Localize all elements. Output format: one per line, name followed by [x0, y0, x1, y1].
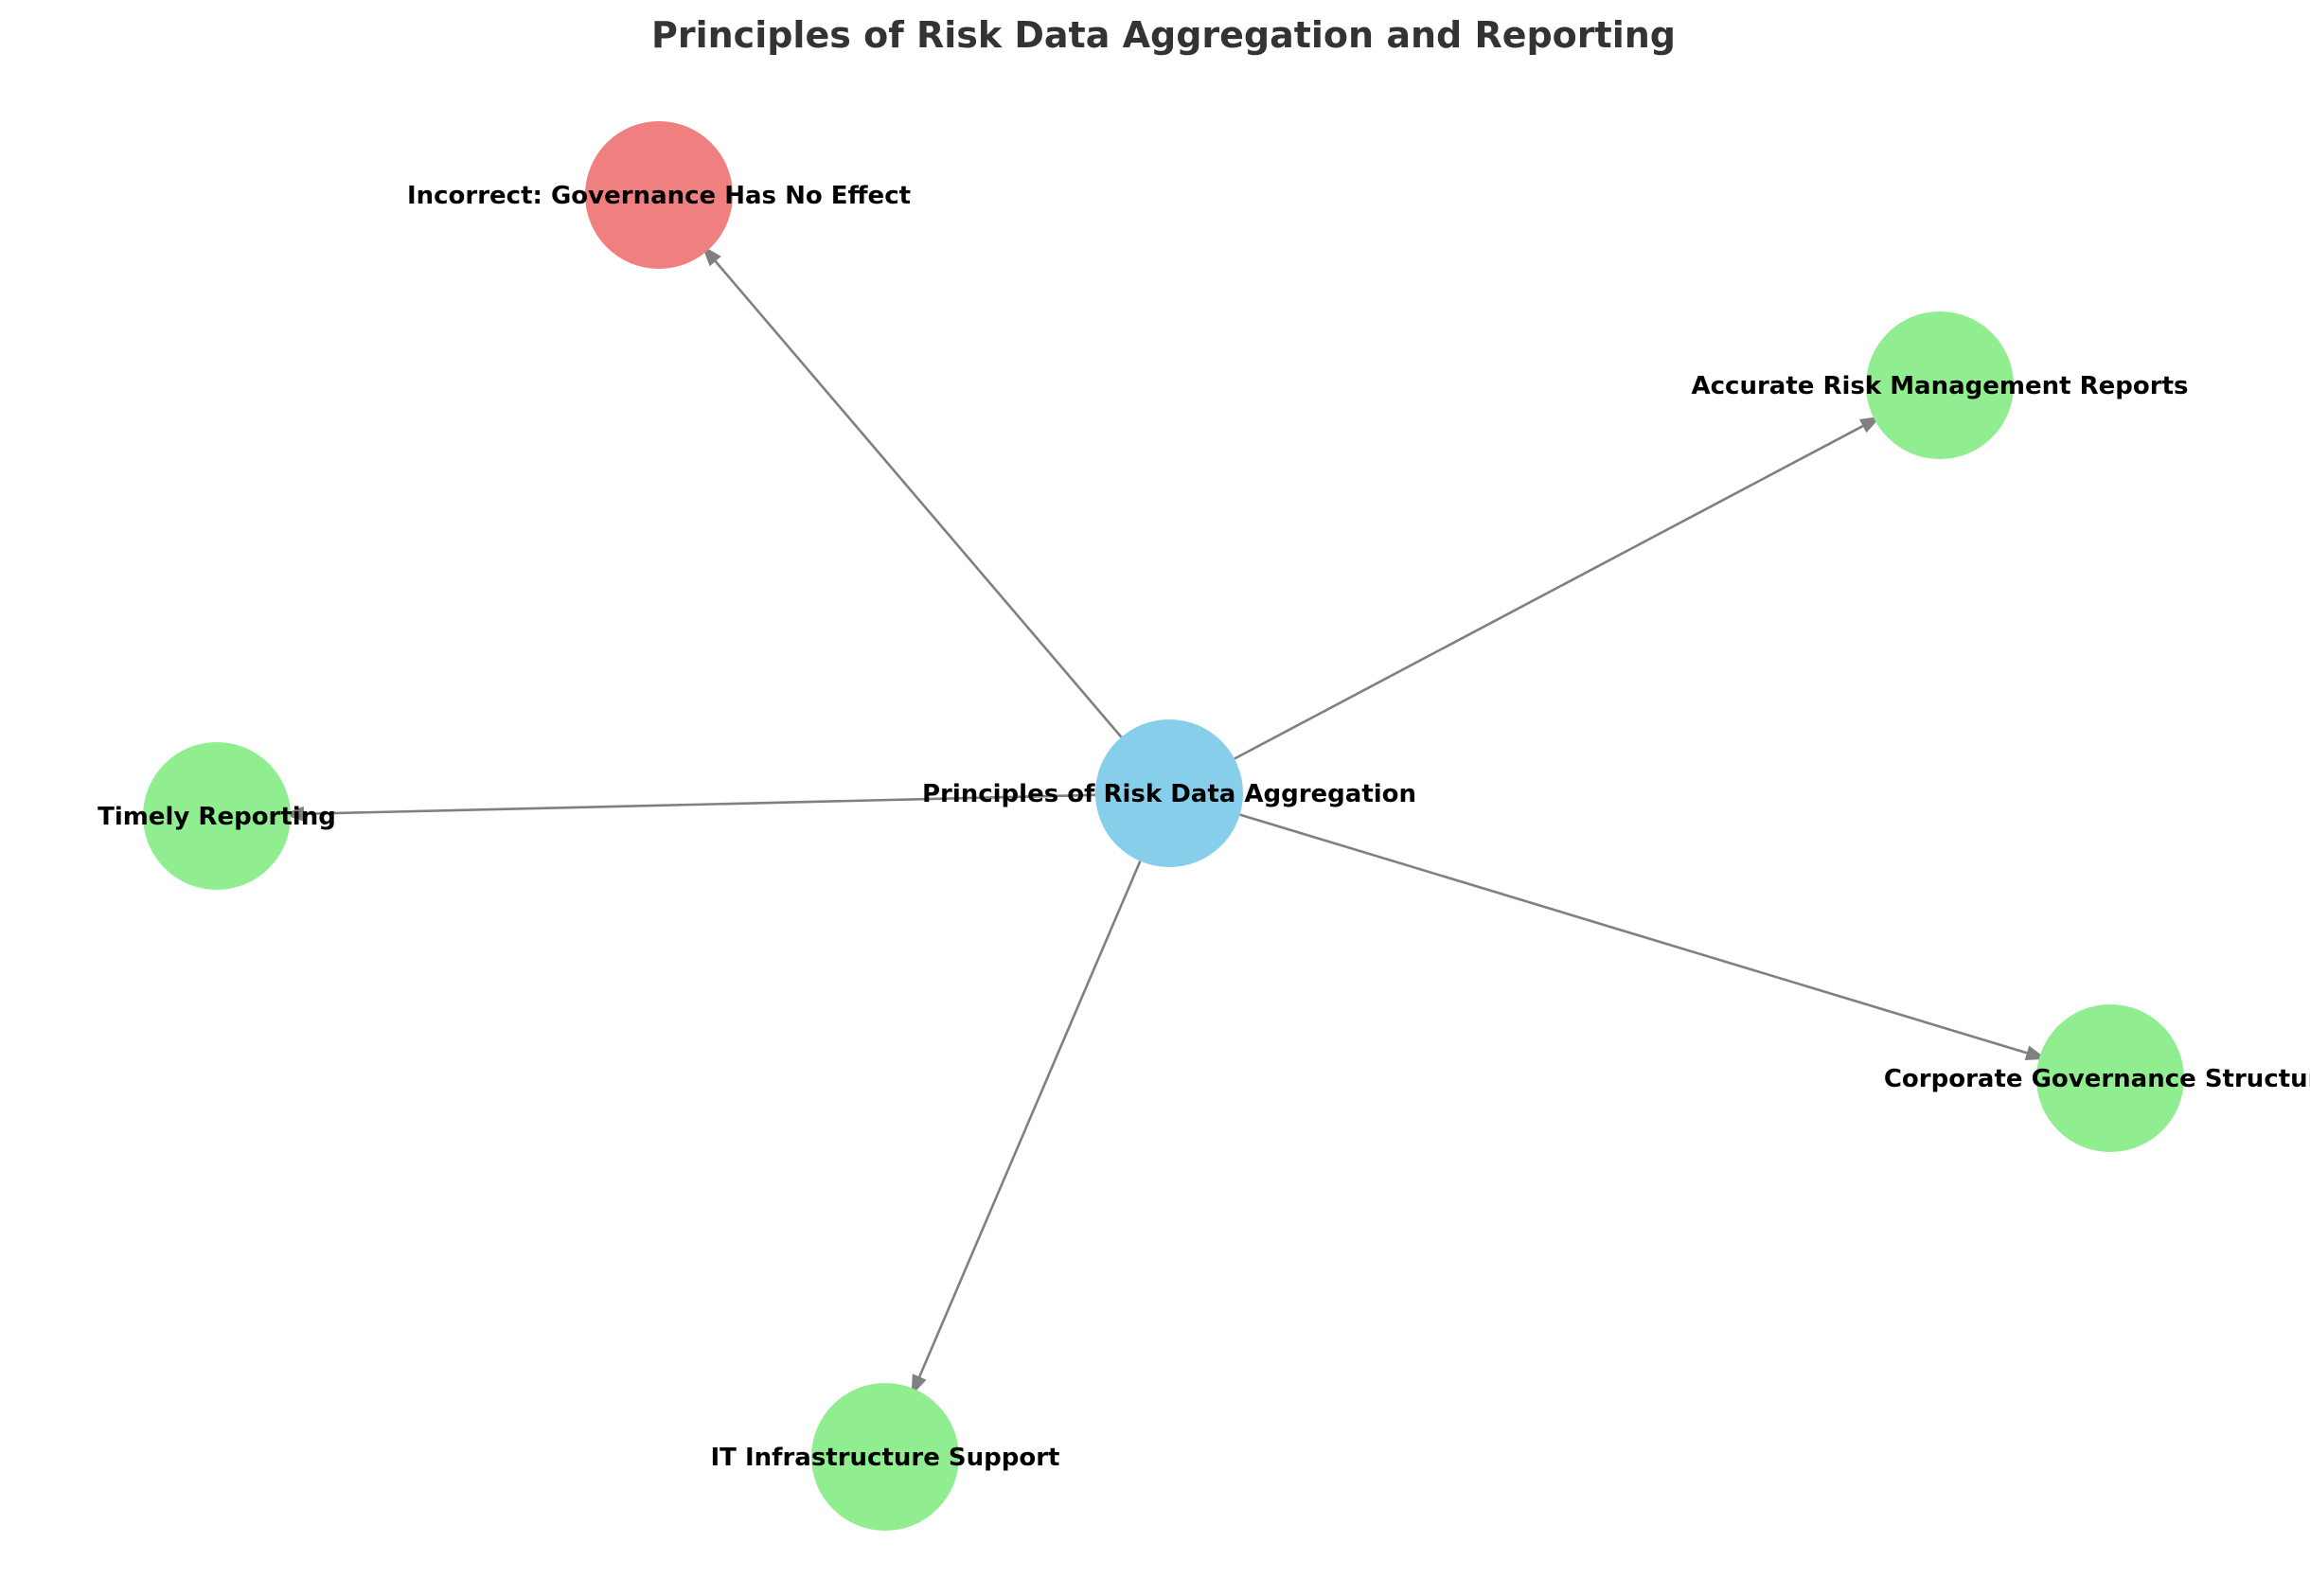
node-label-incorrect: Incorrect: Governance Has No Effect: [407, 182, 911, 210]
diagram-title: Principles of Risk Data Aggregation and …: [651, 14, 1676, 56]
arrowhead-icon: [282, 806, 305, 822]
edge-center-accurate: [1234, 416, 1882, 760]
edge-line: [295, 793, 1096, 816]
edge-line: [1239, 813, 2035, 1056]
edge-line: [709, 255, 1123, 738]
node-incorrect: [585, 121, 733, 269]
edges-layer: [282, 245, 2048, 1396]
edge-center-timely: [282, 793, 1096, 822]
node-accurate: [1866, 311, 2014, 459]
node-timely: [143, 742, 291, 890]
node-label-governance: Corporate Governance Structure: [1884, 1065, 2310, 1093]
node-label-accurate: Accurate Risk Management Reports: [1692, 372, 2189, 400]
node-label-timely: Timely Reporting: [98, 803, 336, 831]
node-label-center: Principles of Risk Data Aggregation: [922, 780, 1416, 808]
edge-line: [915, 860, 1142, 1385]
nodes-layer: [143, 121, 2184, 1531]
node-governance: [2036, 1004, 2184, 1152]
edge-line: [1234, 421, 1871, 760]
edge-center-incorrect: [702, 245, 1123, 738]
node-label-it: IT Infrastructure Support: [711, 1444, 1060, 1472]
edge-center-governance: [1239, 813, 2048, 1060]
edge-center-it: [911, 860, 1142, 1396]
node-center: [1095, 719, 1243, 867]
node-it: [811, 1383, 959, 1531]
labels-layer: Principles of Risk Data Aggregation Incor…: [98, 182, 2310, 1472]
